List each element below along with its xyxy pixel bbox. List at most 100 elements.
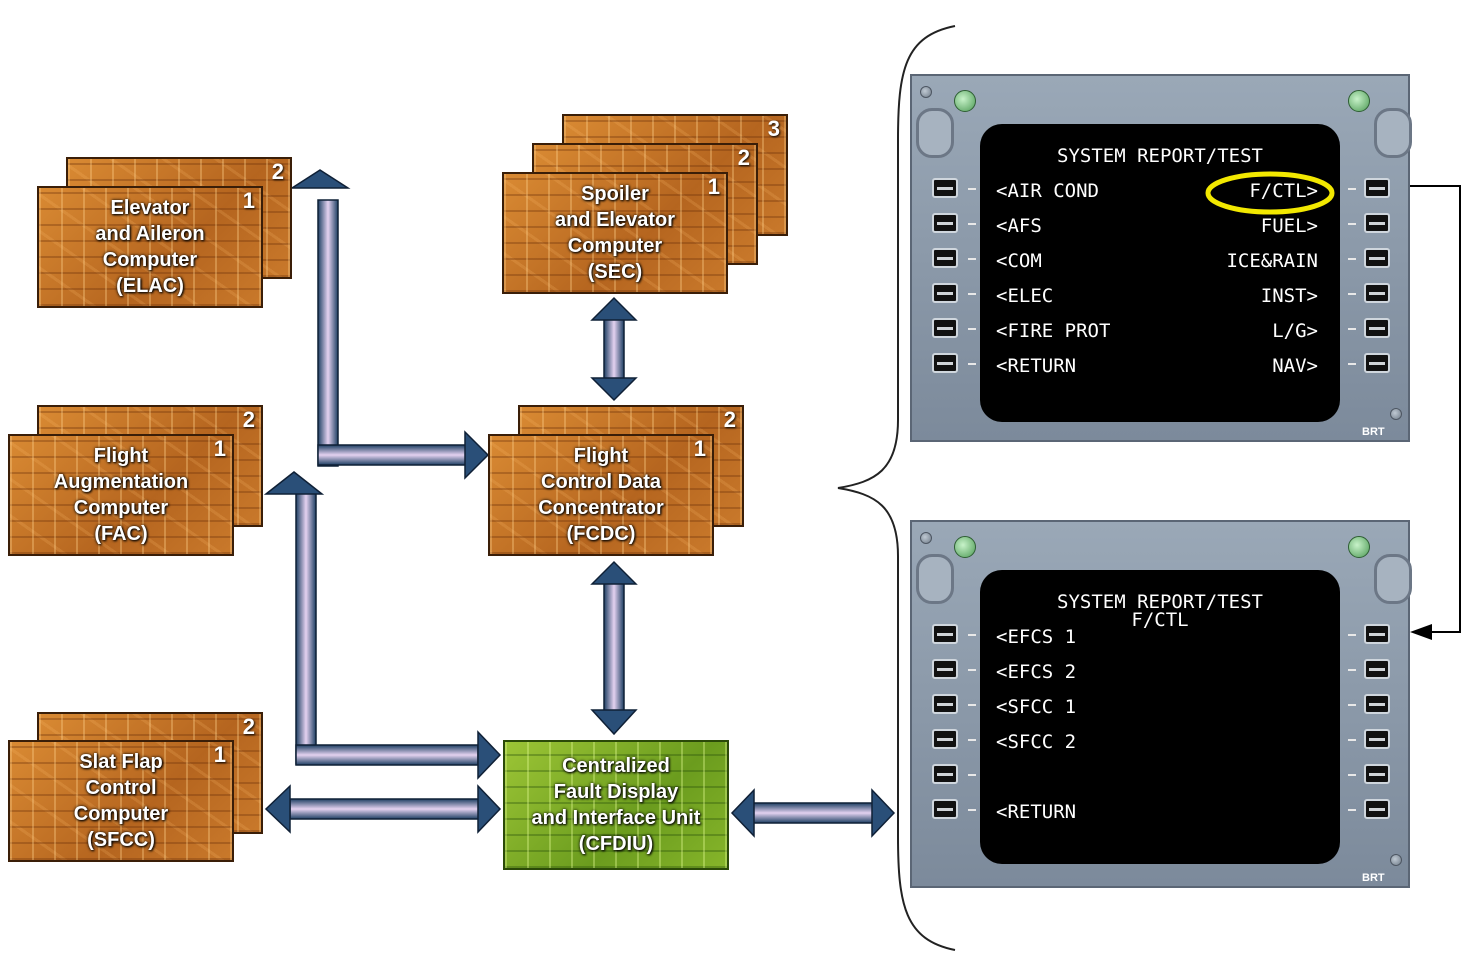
board-label: Centralized Fault Display and Interface … [531,755,701,855]
sfcc-board: 1 Slat Flap Control Computer (SFCC) [8,740,234,862]
annunciator-light-icon [954,90,976,112]
menu-row-5: <FIRE PROT L/G> [996,320,1318,350]
copy-number: 1 [707,174,720,199]
menu-item-efcs-2[interactable]: <EFCS 2 [996,661,1077,683]
menu-item-air-cond[interactable]: <AIR COND [996,180,1099,202]
lsk-dash [968,739,976,741]
board-label: Flight Augmentation Computer (FAC) [53,445,189,545]
menu-item-inst[interactable]: INST> [1260,285,1318,307]
line-select-key-l1[interactable] [932,178,958,198]
bracket-knob-icon [916,554,954,604]
line-select-key-r6[interactable] [1364,799,1390,819]
menu-item-elec[interactable]: <ELEC [996,285,1054,307]
copy-number: 1 [213,742,226,767]
copy-number: 2 [737,145,750,170]
sec-board: 1 Spoiler and Elevator Computer (SEC) [502,172,728,294]
menu-item-fctl[interactable]: F/CTL> [1249,180,1318,202]
screen-title: SYSTEM REPORT/TEST [1057,591,1263,613]
lsk-dash [1348,704,1356,706]
line-select-key-l4[interactable] [932,283,958,303]
line-select-key-r2[interactable] [1364,659,1390,679]
lsk-dash [968,634,976,636]
screw-icon [1390,408,1402,420]
line-select-key-r3[interactable] [1364,248,1390,268]
line-select-key-l2[interactable] [932,659,958,679]
menu-row-3: <SFCC 1 [996,696,1318,726]
menu-item-nav[interactable]: NAV> [1272,355,1318,377]
line-select-key-l5[interactable] [932,318,958,338]
menu-item-sfcc-1[interactable]: <SFCC 1 [996,696,1077,718]
lsk-dash [1348,258,1356,260]
arrow-fac-cfdiu [263,471,502,780]
line-select-key-l1[interactable] [932,624,958,644]
menu-row-1: <EFCS 1 [996,626,1318,656]
menu-item-fire-prot[interactable]: <FIRE PROT [996,320,1111,342]
arrow-sec-fcdc [590,296,638,402]
line-select-key-r4[interactable] [1364,283,1390,303]
line-select-key-l5[interactable] [932,764,958,784]
mcdu-screen-bottom: SYSTEM REPORT/TEST F/CTL <EFCS 1 <EFCS 2… [980,570,1340,864]
line-select-key-r1[interactable] [1364,624,1390,644]
line-select-key-r2[interactable] [1364,213,1390,233]
line-select-key-l6[interactable] [932,799,958,819]
menu-item-fuel[interactable]: FUEL> [1260,215,1318,237]
curly-brace [837,25,956,951]
menu-item-return[interactable]: <RETURN [996,801,1077,823]
menu-item-afs[interactable]: <AFS [996,215,1042,237]
lsk-dash [968,188,976,190]
menu-item-efcs-1[interactable]: <EFCS 1 [996,626,1077,648]
fcdc-board: 1 Flight Control Data Concentrator (FCDC… [488,434,714,556]
line-select-key-l3[interactable] [932,694,958,714]
line-select-key-r1[interactable] [1364,178,1390,198]
arrow-cfdiu-mcdu [730,788,896,838]
lsk-dash [968,293,976,295]
menu-item-lg[interactable]: L/G> [1272,320,1318,342]
lsk-dash [1348,774,1356,776]
menu-item-sfcc-2[interactable]: <SFCC 2 [996,731,1077,753]
line-select-key-l4[interactable] [932,729,958,749]
lsk-dash [1348,363,1356,365]
copy-number: 2 [271,159,284,184]
copy-number: 1 [693,436,706,461]
highlight-ellipse [1205,171,1335,215]
lsk-dash [1348,669,1356,671]
menu-row-3: <COM ICE&RAIN [996,250,1318,280]
menu-item-ice-rain[interactable]: ICE&RAIN [1226,250,1318,272]
line-select-key-r5[interactable] [1364,764,1390,784]
lsk-dash [1348,328,1356,330]
board-label: Flight Control Data Concentrator (FCDC) [538,445,664,545]
lsk-dash [1348,809,1356,811]
arrow-sfcc-cfdiu [264,784,502,834]
lsk-dash [968,774,976,776]
line-select-key-r5[interactable] [1364,318,1390,338]
copy-number: 1 [213,436,226,461]
copy-number: 2 [723,407,736,432]
annunciator-light-icon [1348,536,1370,558]
menu-row-6: <RETURN NAV> [996,355,1318,385]
menu-row-4: <SFCC 2 [996,731,1318,761]
menu-row-4: <ELEC INST> [996,285,1318,315]
annunciator-light-icon [954,536,976,558]
screen-subtitle: F/CTL [1131,609,1189,631]
line-select-key-l2[interactable] [932,213,958,233]
bracket-knob-icon [916,108,954,158]
brt-label: BRT [1362,426,1385,438]
line-select-key-l3[interactable] [932,248,958,268]
menu-item-com[interactable]: <COM [996,250,1042,272]
board-label: Slat Flap Control Computer (SFCC) [73,751,169,851]
menu-item-return[interactable]: <RETURN [996,355,1077,377]
lsk-dash [1348,634,1356,636]
lsk-dash [968,809,976,811]
lsk-dash [968,704,976,706]
lsk-dash [1348,739,1356,741]
mcdu-panel-bottom: SYSTEM REPORT/TEST F/CTL <EFCS 1 <EFCS 2… [910,520,1412,888]
menu-row-2: <EFCS 2 [996,661,1318,691]
bracket-knob-icon [1374,108,1412,158]
line-select-key-r3[interactable] [1364,694,1390,714]
line-select-key-r6[interactable] [1364,353,1390,373]
line-select-key-r4[interactable] [1364,729,1390,749]
line-select-key-l6[interactable] [932,353,958,373]
